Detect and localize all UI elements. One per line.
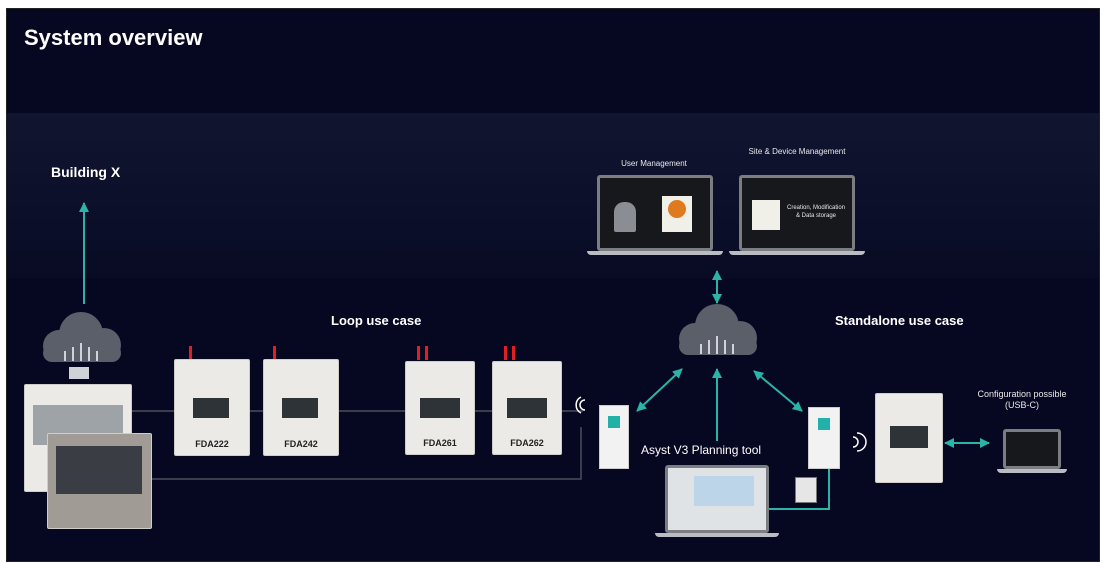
- user-management-label: User Management: [621, 159, 687, 168]
- asyst-label: Asyst V3 Planning tool: [641, 443, 762, 457]
- line-laptop-to-module: [769, 469, 830, 510]
- operator-icon: [614, 202, 636, 232]
- configuration-label: Configuration possible (USB-C): [977, 389, 1067, 410]
- loop-line-bottom: [152, 427, 582, 480]
- configuration-laptop: [1003, 429, 1061, 469]
- standalone-panel: [875, 393, 943, 483]
- qr-code-icon: [795, 477, 817, 503]
- device-fda222: FDA222: [174, 359, 250, 456]
- site-device-management-label: Site & Device Management: [748, 147, 846, 156]
- loop-use-case-label: Loop use case: [331, 313, 422, 328]
- system-overview-slide: System overview: [6, 8, 1100, 562]
- wireless-left-icon: [575, 396, 586, 414]
- arrow-cloud-to-module-right: [753, 370, 803, 412]
- device-fda262: FDA262: [492, 361, 562, 455]
- device-photo-icon: [752, 200, 780, 230]
- building-x-label: Building X: [51, 164, 121, 180]
- asyst-laptop: [665, 465, 769, 533]
- wireless-module-left: [599, 405, 629, 469]
- user-management-laptop: [597, 175, 713, 251]
- control-panel-front: [47, 433, 152, 529]
- wireless-module-right: [808, 407, 840, 469]
- arrow-cloud-to-module-left: [636, 368, 683, 412]
- device-fda242: FDA242: [263, 359, 339, 456]
- standalone-use-case-label: Standalone use case: [835, 313, 964, 328]
- page-title: System overview: [24, 25, 203, 50]
- site-device-laptop: Creation, Modification & Data storage: [739, 175, 855, 251]
- gateway-module: [69, 367, 89, 379]
- wireless-right-icon: [852, 432, 867, 452]
- user-photo-icon: [662, 196, 692, 232]
- device-fda261: FDA261: [405, 361, 475, 455]
- background-band: [7, 113, 1099, 278]
